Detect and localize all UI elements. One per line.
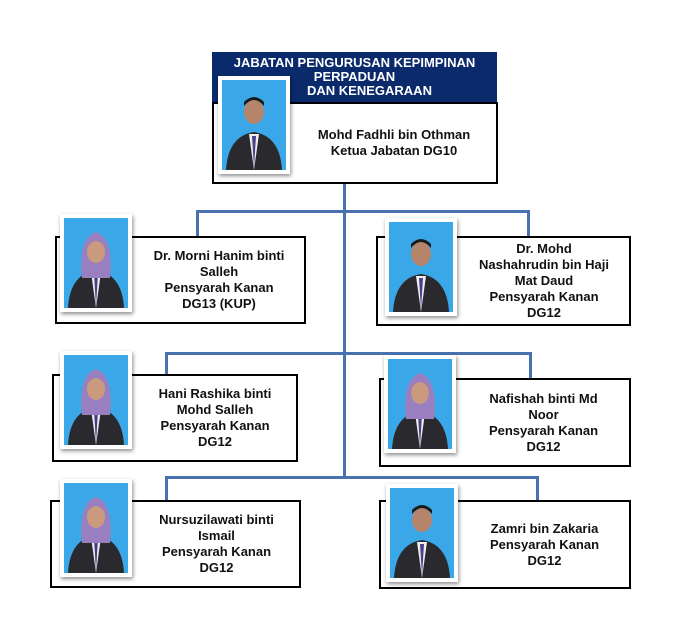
head-name: Mohd Fadhli bin Othman <box>317 127 471 142</box>
staff-text-line: DG12 <box>199 560 234 575</box>
staff-text-line: Pensyarah Kanan <box>160 418 270 433</box>
head-text: Mohd Fadhli bin Othman Ketua Jabatan DG1… <box>292 104 496 182</box>
staff-text-line: Ismail <box>198 528 235 543</box>
staff-photo <box>60 214 132 312</box>
staff-photo <box>384 355 456 453</box>
staff-photo <box>385 218 457 316</box>
staff-text-line: DG12 <box>198 434 232 449</box>
staff-photo <box>60 479 132 577</box>
staff-text-line: Hani Rashika binti <box>158 386 272 401</box>
staff-text-line: DG12 <box>527 305 561 320</box>
staff-text-line: Nursuzilawati binti <box>159 512 274 527</box>
connector-row3 <box>165 476 539 479</box>
title-line: DAN KENEGARAAN <box>307 83 432 98</box>
connector-drop <box>527 210 530 237</box>
staff-text-line: DG12 <box>527 552 562 568</box>
staff-text-line: Zamri bin Zakaria <box>490 520 599 536</box>
connector-row1 <box>196 210 530 213</box>
staff-text-line: Pensyarah Kanan <box>489 536 600 552</box>
staff-photo <box>60 351 132 449</box>
connector-drop <box>536 476 539 501</box>
staff-text-line: Mohd Salleh <box>176 402 254 417</box>
staff-text-line: DG12 <box>526 438 561 454</box>
staff-text-line: Pensyarah Kanan <box>161 544 272 559</box>
staff-text-line: Dr. Mohd <box>516 241 572 256</box>
connector-drop <box>196 210 199 237</box>
connector-trunk <box>343 183 346 477</box>
staff-text-line: Mat Daud <box>514 273 574 288</box>
title-line: JABATAN PENGURUSAN KEPIMPINAN <box>233 55 476 70</box>
staff-text-line: Noor <box>528 406 559 422</box>
staff-text-line: Salleh <box>199 264 239 279</box>
title-line: PERPADUAN <box>313 69 396 84</box>
head-photo <box>218 76 290 174</box>
staff-text-line: Dr. Morni Hanim binti <box>153 248 285 263</box>
staff-text-line: DG13 (KUP) <box>182 296 256 311</box>
staff-photo <box>386 484 458 582</box>
staff-text-line: Pensyarah Kanan <box>488 422 599 438</box>
staff-text-line: Pensyarah Kanan <box>164 280 274 295</box>
staff-text-line: Nafishah binti Md <box>489 390 598 406</box>
connector-drop <box>165 352 168 375</box>
staff-text-line: Nashahrudin bin Haji <box>478 257 609 272</box>
staff-text-line: Pensyarah Kanan <box>489 289 599 304</box>
head-title: Ketua Jabatan DG10 <box>330 143 458 158</box>
connector-row2 <box>165 352 532 355</box>
connector-drop <box>165 476 168 501</box>
connector-drop <box>529 352 532 379</box>
